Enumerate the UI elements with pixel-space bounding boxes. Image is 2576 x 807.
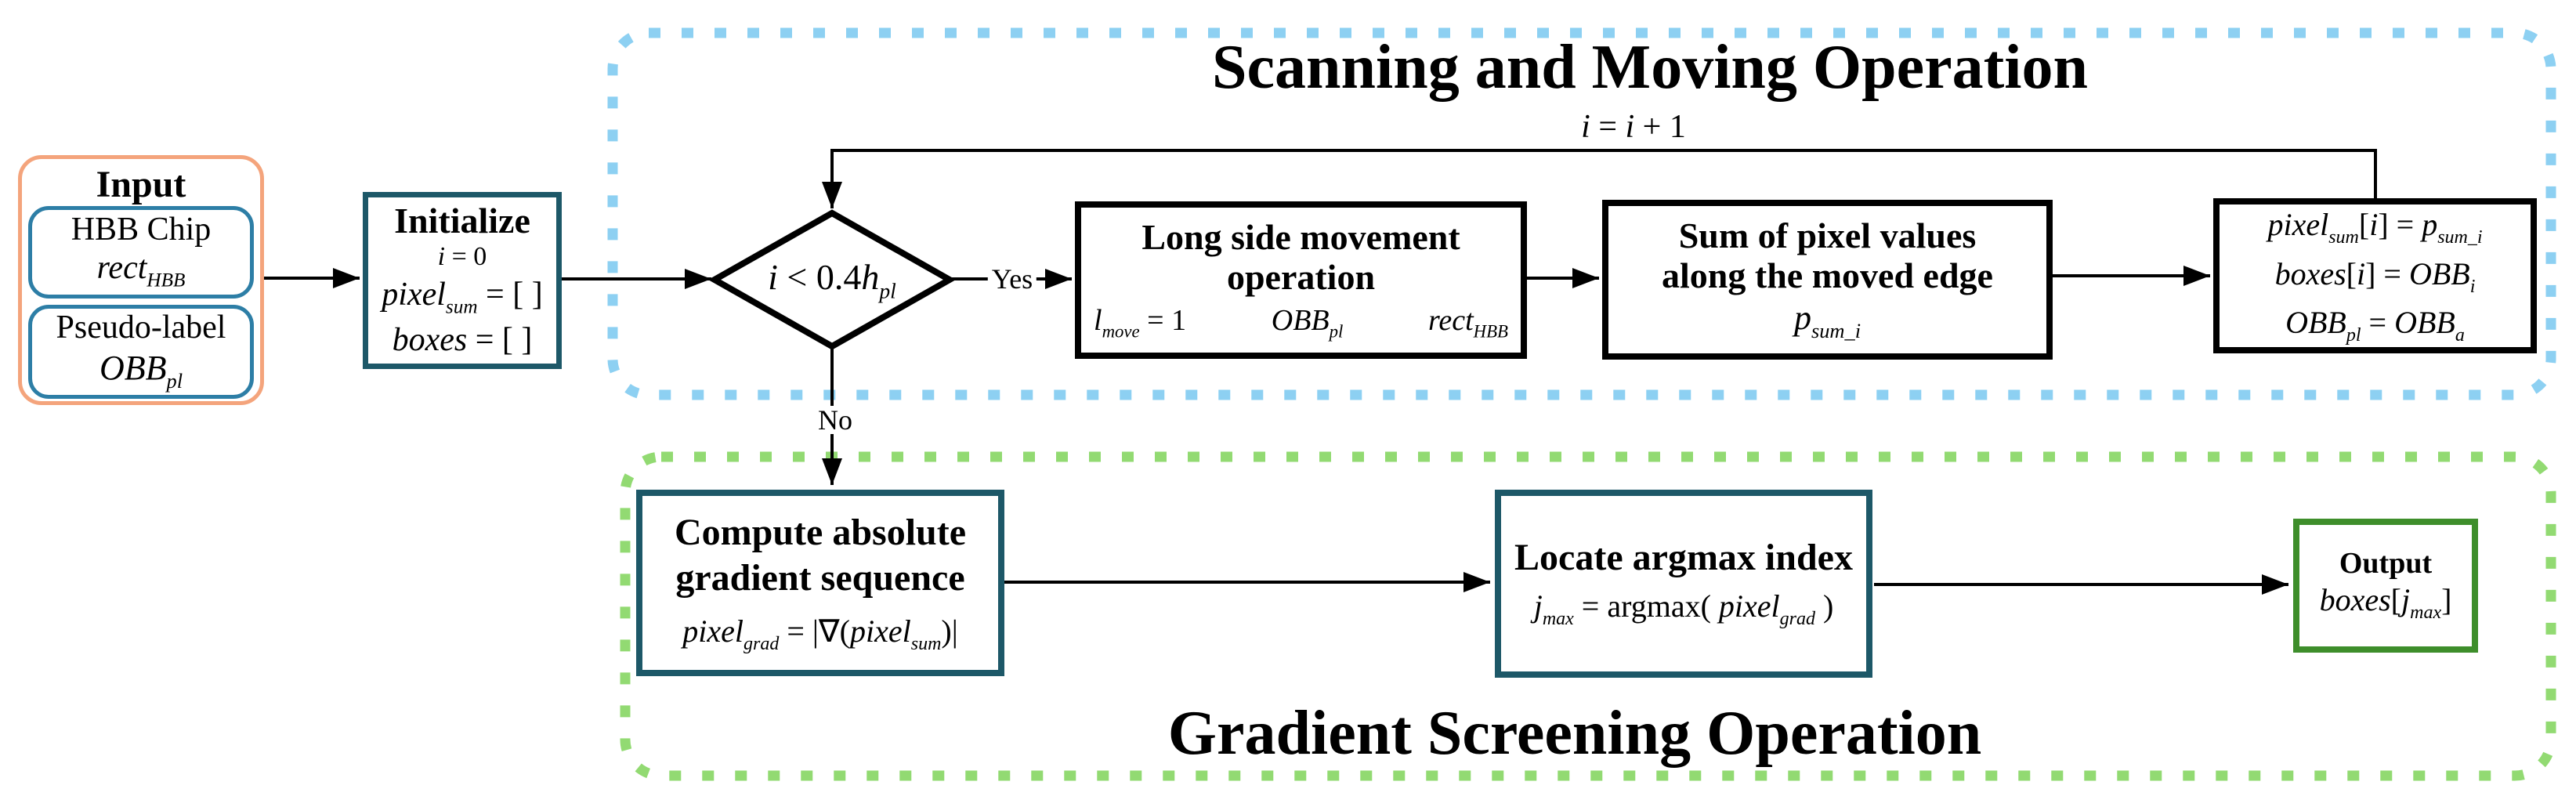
long-side-title-line2: operation	[1226, 257, 1376, 298]
output-title: Output	[2339, 547, 2433, 581]
locate-title: Locate argmax index	[1514, 537, 1853, 579]
locate-formula: jmax = argmax( pixelgrad )	[1533, 588, 1834, 629]
compute-title-line1: Compute absolute	[674, 512, 967, 554]
compute-title-line2: gradient sequence	[675, 556, 965, 599]
pseudo-label-text: Pseudo-label	[56, 309, 226, 346]
update-box: pixelsum[i] = psum_i boxes[i] = OBBi OBB…	[2213, 198, 2537, 353]
pixel-sum-box: Sum of pixel values along the moved edge…	[1602, 200, 2053, 360]
long-side-rect-formula: rectHBB	[1428, 303, 1508, 342]
scanning-region-outline	[607, 27, 2556, 400]
initialize-boxes-formula: boxes = [ ]	[392, 321, 533, 358]
loop-connector-update-to-decision	[822, 149, 2377, 208]
no-label: No	[814, 406, 856, 434]
output-box: Output boxes[jmax]	[2293, 519, 2478, 653]
update-pixelsum-formula: pixelsum[i] = psum_i	[2267, 206, 2483, 248]
gradient-section-title: Gradient Screening Operation	[1167, 699, 1982, 768]
scanning-section-title: Scanning and Moving Operation	[1211, 33, 2089, 102]
initialize-title: Initialize	[394, 200, 530, 241]
initialize-i-formula: i = 0	[437, 242, 487, 272]
output-formula: boxes[jmax]	[2319, 581, 2452, 623]
pseudo-label-box: Pseudo-label OBBpl	[28, 305, 254, 399]
update-obb-formula: OBBpl = OBBa	[2285, 305, 2465, 346]
input-title: Input	[96, 164, 186, 205]
yes-label: Yes	[987, 265, 1037, 293]
pixel-sum-title-line2: along the moved edge	[1662, 255, 1993, 296]
long-side-box: Long side movement operation lmove = 1 O…	[1075, 201, 1527, 359]
long-side-formula-row: lmove = 1 OBBpl rectHBB	[1081, 302, 1521, 343]
locate-box: Locate argmax index jmax = argmax( pixel…	[1495, 490, 1872, 678]
long-side-title-line1: Long side movement	[1141, 216, 1460, 257]
gradient-region-outline	[620, 451, 2556, 781]
loop-increment-label: i = i + 1	[1581, 108, 1686, 145]
decision-condition: i < 0.4hpl	[768, 256, 896, 303]
long-side-obb-formula: OBBpl	[1271, 303, 1344, 342]
pseudo-label-formula: OBBpl	[99, 348, 183, 393]
hbb-chip-label: HBB Chip	[71, 211, 212, 248]
hbb-chip-formula: rectHBB	[96, 250, 186, 291]
pixel-sum-title-line1: Sum of pixel values	[1678, 215, 1977, 255]
initialize-pixelsum-formula: pixelsum = [ ]	[382, 276, 543, 318]
compute-formula: pixelgrad = |∇(pixelsum)|	[682, 613, 958, 654]
initialize-box: Initialize i = 0 pixelsum = [ ] boxes = …	[363, 192, 562, 369]
update-boxes-formula: boxes[i] = OBBi	[2274, 255, 2476, 297]
compute-box: Compute absolute gradient sequence pixel…	[636, 490, 1004, 676]
decision-diamond	[707, 209, 957, 350]
input-group: Input HBB Chip rectHBB Pseudo-label OBBp…	[18, 155, 264, 405]
long-side-lmove-formula: lmove = 1	[1094, 303, 1187, 342]
hbb-chip-box: HBB Chip rectHBB	[28, 206, 254, 299]
pixel-sum-formula: psum_i	[1793, 298, 1861, 343]
